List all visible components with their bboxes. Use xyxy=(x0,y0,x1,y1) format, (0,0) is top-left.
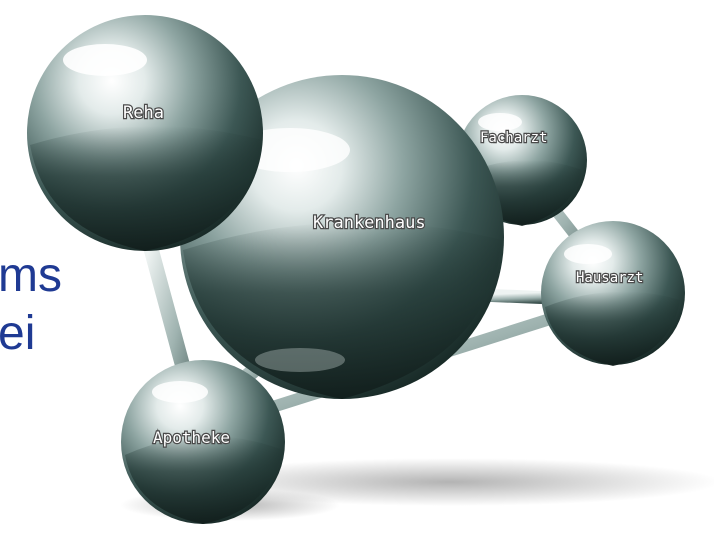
floor-shadow xyxy=(180,458,714,506)
label-hausarzt: Hausarzt xyxy=(576,270,643,286)
sphere-hausarzt xyxy=(541,221,685,366)
label-krankenhaus: Krankenhaus xyxy=(313,213,426,233)
label-facharzt: Facharzt xyxy=(480,130,547,146)
label-reha: Reha xyxy=(123,103,164,123)
sphere-reha xyxy=(27,15,263,251)
side-text-line-2: ei xyxy=(0,307,36,360)
sphere-krankenhaus xyxy=(180,75,504,399)
side-text-line-1: ms xyxy=(0,249,62,302)
sphere-apotheke xyxy=(121,360,285,524)
label-apotheke: Apotheke xyxy=(153,428,230,447)
